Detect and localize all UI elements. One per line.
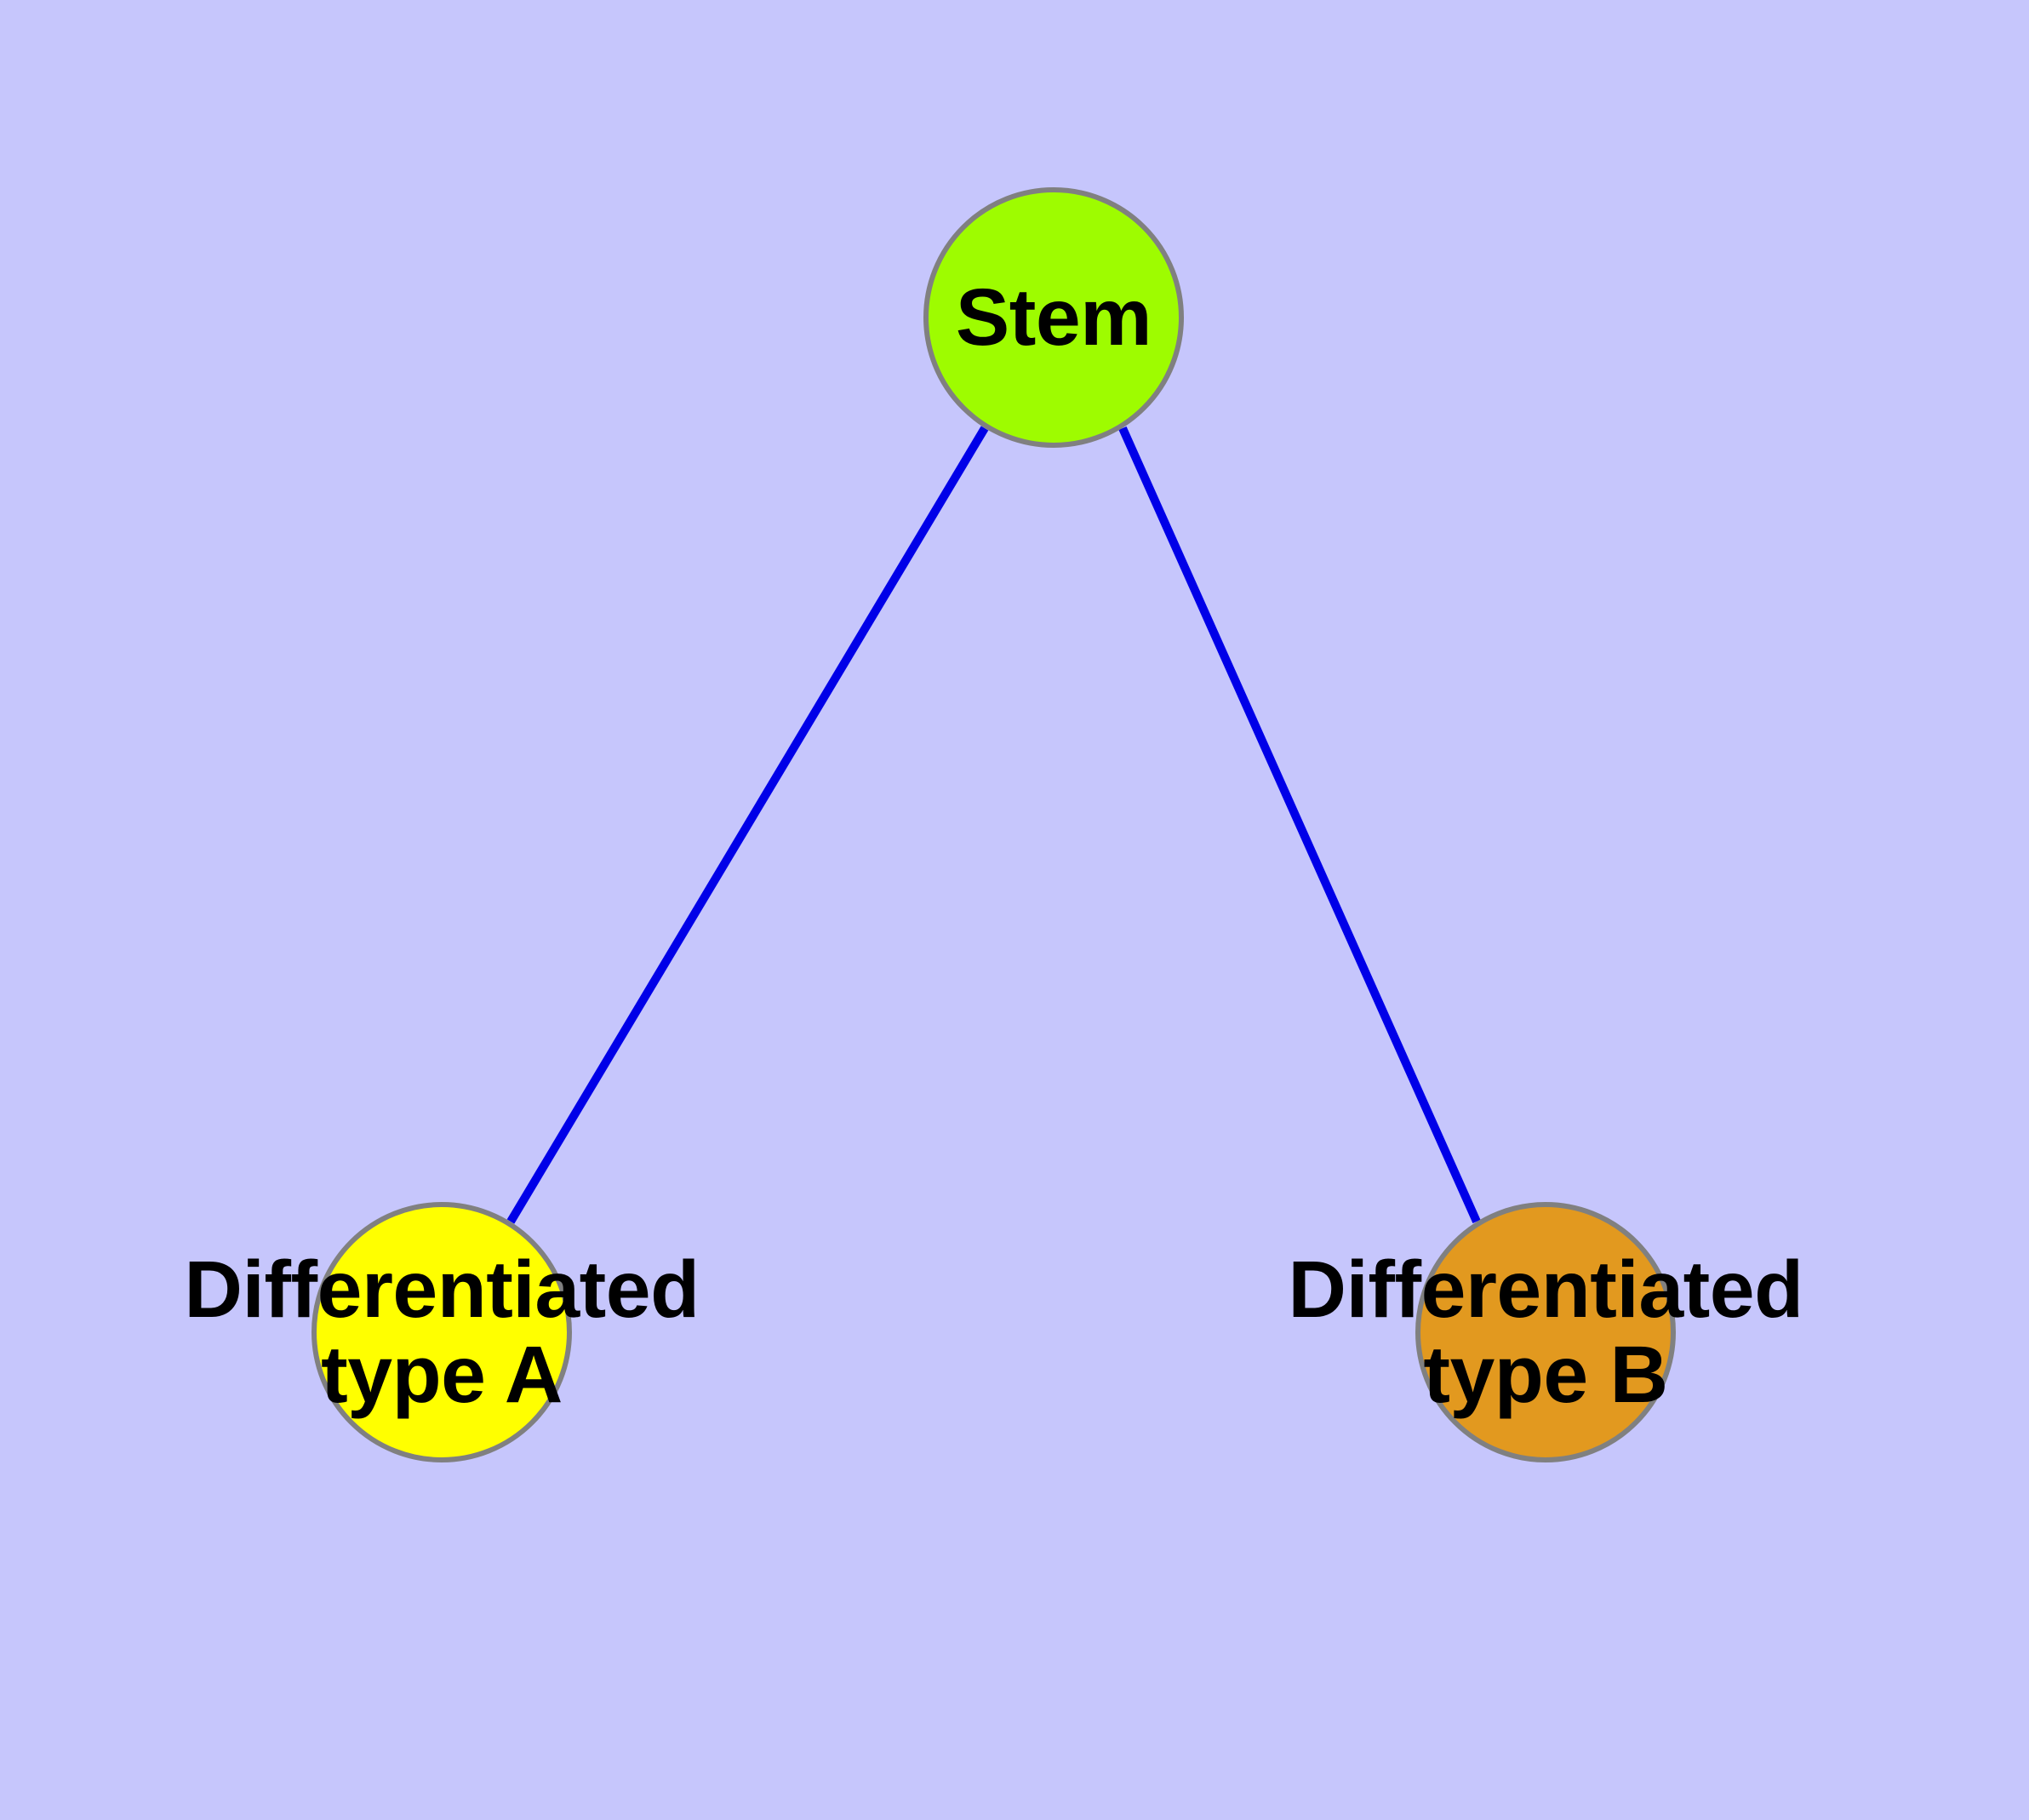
edge-stem-to-diff-b: [1118, 426, 1481, 1224]
edge-stem-to-diff-a: [506, 426, 989, 1224]
node-differentiated-type-a[interactable]: [311, 1202, 572, 1462]
node-differentiated-type-b[interactable]: [1415, 1202, 1676, 1462]
node-stem[interactable]: [923, 187, 1184, 448]
